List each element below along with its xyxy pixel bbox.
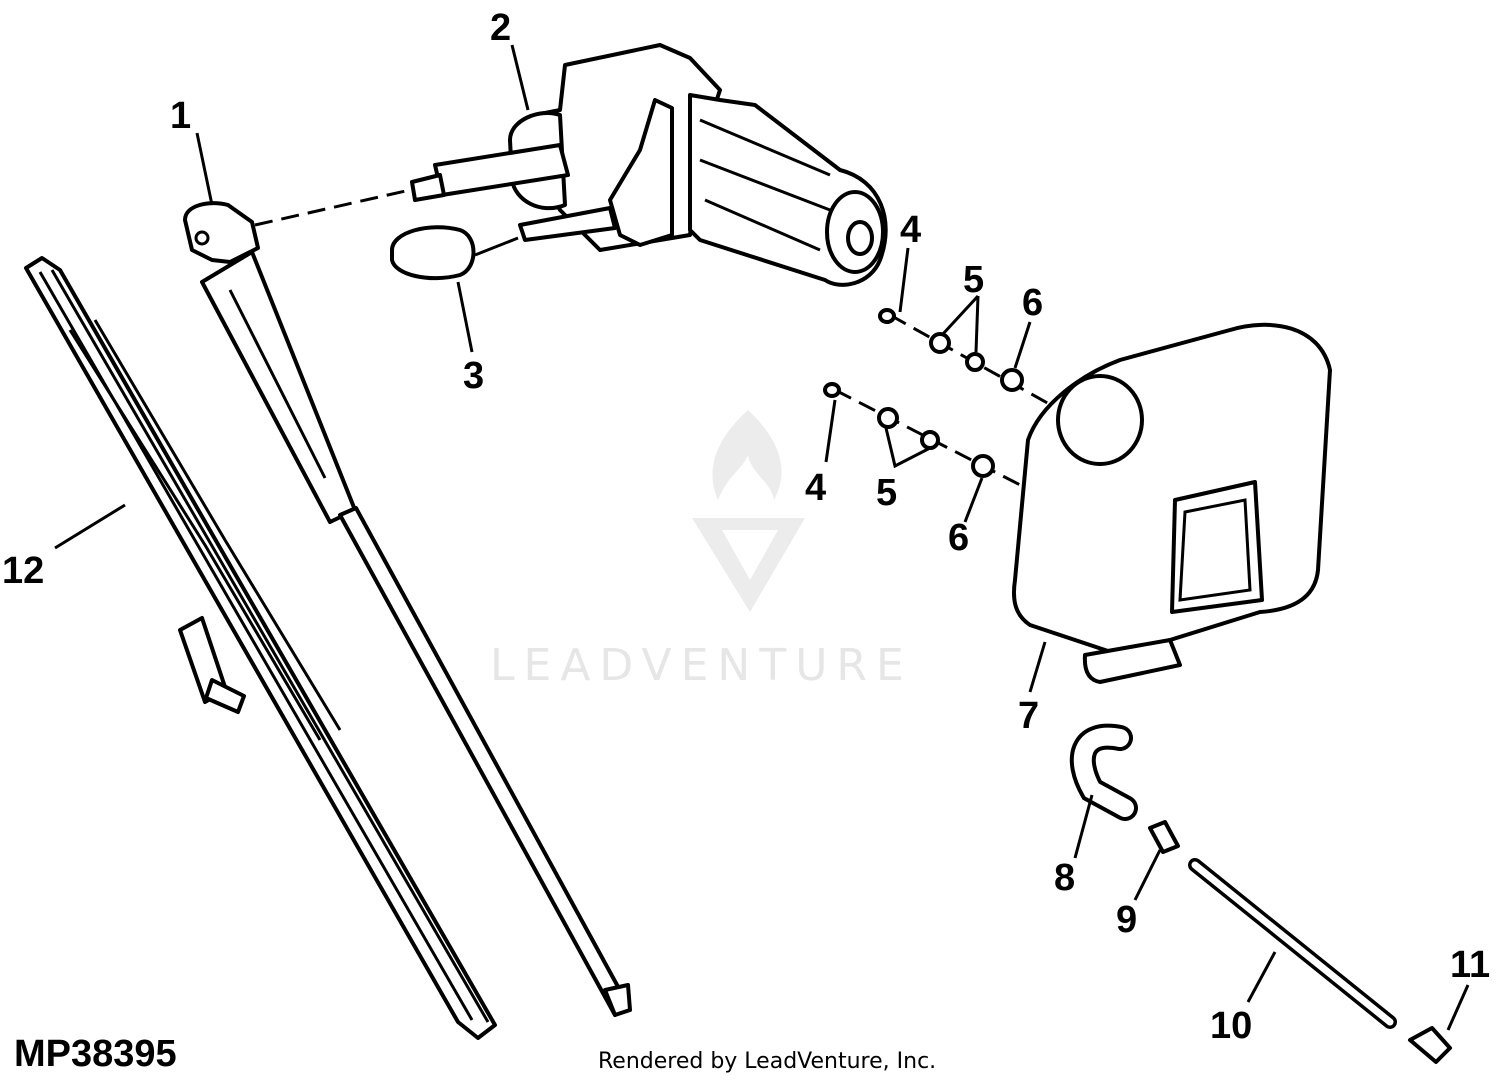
v-logo-icon	[692, 518, 805, 612]
callout-12: 12	[2, 550, 44, 592]
callout-2: 2	[490, 7, 511, 49]
watermark: LEADVENTURE	[490, 410, 913, 691]
callout-5-lower: 5	[876, 472, 897, 514]
figure-id: MP38395	[14, 1033, 177, 1075]
hose-connector[interactable]	[1148, 820, 1180, 854]
callout-9: 9	[1116, 899, 1137, 941]
callout-5-upper: 5	[963, 259, 984, 301]
hardware-upper[interactable]	[878, 308, 1024, 392]
callout-7: 7	[1018, 695, 1039, 737]
watermark-text: LEADVENTURE	[490, 640, 913, 691]
callout-8: 8	[1054, 857, 1075, 899]
callout-1: 1	[170, 95, 191, 137]
callout-4-lower: 4	[805, 467, 826, 509]
wiper-motor[interactable]	[410, 43, 888, 287]
washer-reservoir[interactable]	[1011, 322, 1332, 684]
wiper-nut-cap[interactable]	[390, 225, 519, 281]
washer-nozzle[interactable]	[1408, 1026, 1452, 1064]
leader-lines	[54, 44, 1470, 1031]
callout-11: 11	[1450, 944, 1490, 986]
flame-logo-icon	[712, 410, 782, 500]
wiper-blade[interactable]	[24, 256, 497, 1040]
render-credit: Rendered by LeadVenture, Inc.	[598, 1049, 936, 1074]
callout-3: 3	[463, 355, 484, 397]
callout-6-lower: 6	[948, 517, 969, 559]
hardware-lower[interactable]	[823, 382, 995, 478]
callout-4-upper: 4	[900, 209, 921, 251]
callout-6-upper: 6	[1022, 282, 1043, 324]
wiper-arm[interactable]	[183, 201, 632, 1017]
callout-10: 10	[1210, 1005, 1252, 1047]
